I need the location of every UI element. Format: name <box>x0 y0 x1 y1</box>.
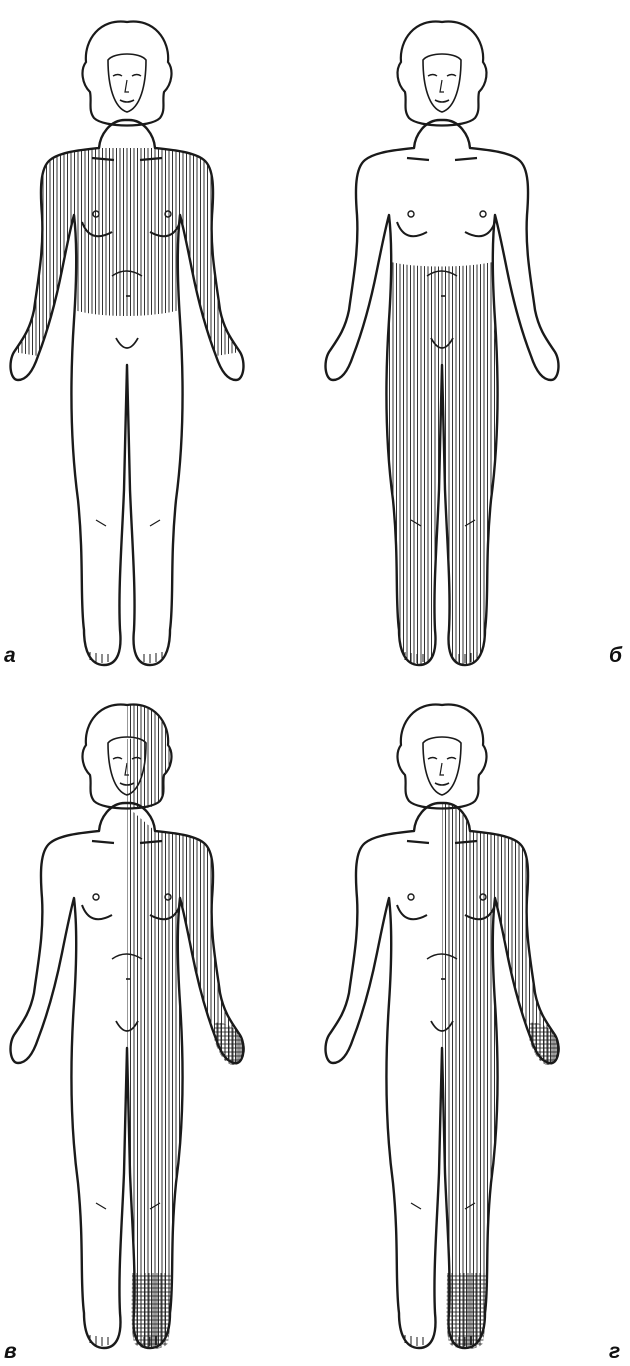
knee-right <box>411 1203 421 1209</box>
panel-label-a: а <box>4 645 16 666</box>
nipple-right <box>408 894 414 900</box>
body-figure-group <box>11 705 245 1349</box>
panel-label-d: г <box>609 1341 620 1362</box>
nipple-left <box>480 211 486 217</box>
body-figure-c <box>0 683 315 1366</box>
knee-left <box>150 520 160 526</box>
knee-right <box>96 520 106 526</box>
panel-label-c: в <box>4 1341 17 1362</box>
body-figure-group <box>11 22 244 665</box>
body-outline <box>326 120 559 665</box>
breast-right <box>397 222 427 236</box>
breast-right <box>397 905 427 919</box>
collarbone-right <box>407 841 429 843</box>
panel-label-b: б <box>609 645 622 666</box>
panel-a: а <box>0 0 315 683</box>
body-figure-group <box>326 22 559 665</box>
breast-left <box>465 222 495 236</box>
collarbone-left <box>455 158 477 160</box>
nipple-right <box>93 894 99 900</box>
collarbone-right <box>407 158 429 160</box>
hatched-area <box>442 803 558 1348</box>
breast-right <box>82 905 112 919</box>
nipple-right <box>408 211 414 217</box>
panel-c: в <box>0 683 315 1366</box>
body-figure-a <box>0 0 315 683</box>
collarbone-right <box>92 841 114 843</box>
panel-b: б <box>315 0 630 683</box>
knee-right <box>96 1203 106 1209</box>
body-figure-d <box>315 683 630 1366</box>
body-figure-group <box>326 705 560 1349</box>
pelvis-line <box>116 338 138 348</box>
hatched-area <box>386 262 497 665</box>
panel-d: г <box>315 683 630 1366</box>
body-figure-b <box>315 0 630 683</box>
